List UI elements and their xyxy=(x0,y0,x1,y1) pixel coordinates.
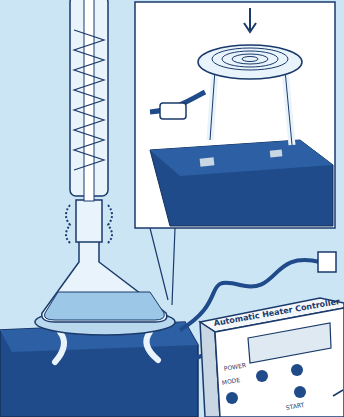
control-knob xyxy=(294,386,306,398)
inset-stand xyxy=(210,70,292,145)
heating-coil xyxy=(242,57,258,62)
controller-title: Automatic Heater Controller xyxy=(213,298,340,328)
joint-clip xyxy=(66,205,112,243)
callout-line xyxy=(150,228,175,305)
plug xyxy=(160,103,186,119)
button-label: START xyxy=(285,402,304,411)
control-knob xyxy=(256,370,268,382)
condenser-inner-tube xyxy=(84,0,94,201)
plate-stand xyxy=(55,332,158,362)
heating-coil xyxy=(222,51,278,67)
inset-block xyxy=(150,140,333,226)
inset-mark xyxy=(270,149,283,157)
erlenmeyer-flask xyxy=(42,240,167,322)
heating-coil xyxy=(232,54,268,64)
inset-mark xyxy=(200,157,215,166)
control-knob xyxy=(226,392,238,404)
down-arrow xyxy=(244,8,256,32)
button-label: POWER xyxy=(223,362,246,372)
glass-joint xyxy=(76,200,102,242)
heating-coil xyxy=(212,48,288,70)
condenser-coil xyxy=(74,30,104,170)
wall-socket xyxy=(318,252,336,272)
inset-frame xyxy=(135,2,335,228)
inset-block-top xyxy=(150,140,333,176)
hotplate-base xyxy=(0,322,198,417)
control-knob xyxy=(291,364,303,376)
pointer-arrow xyxy=(333,390,343,396)
inset-stand-edge xyxy=(210,70,292,145)
inset-heating-plate xyxy=(198,45,302,79)
flask-liquid xyxy=(44,292,164,320)
controller-display xyxy=(248,323,331,363)
button-label: MODE xyxy=(221,377,240,386)
